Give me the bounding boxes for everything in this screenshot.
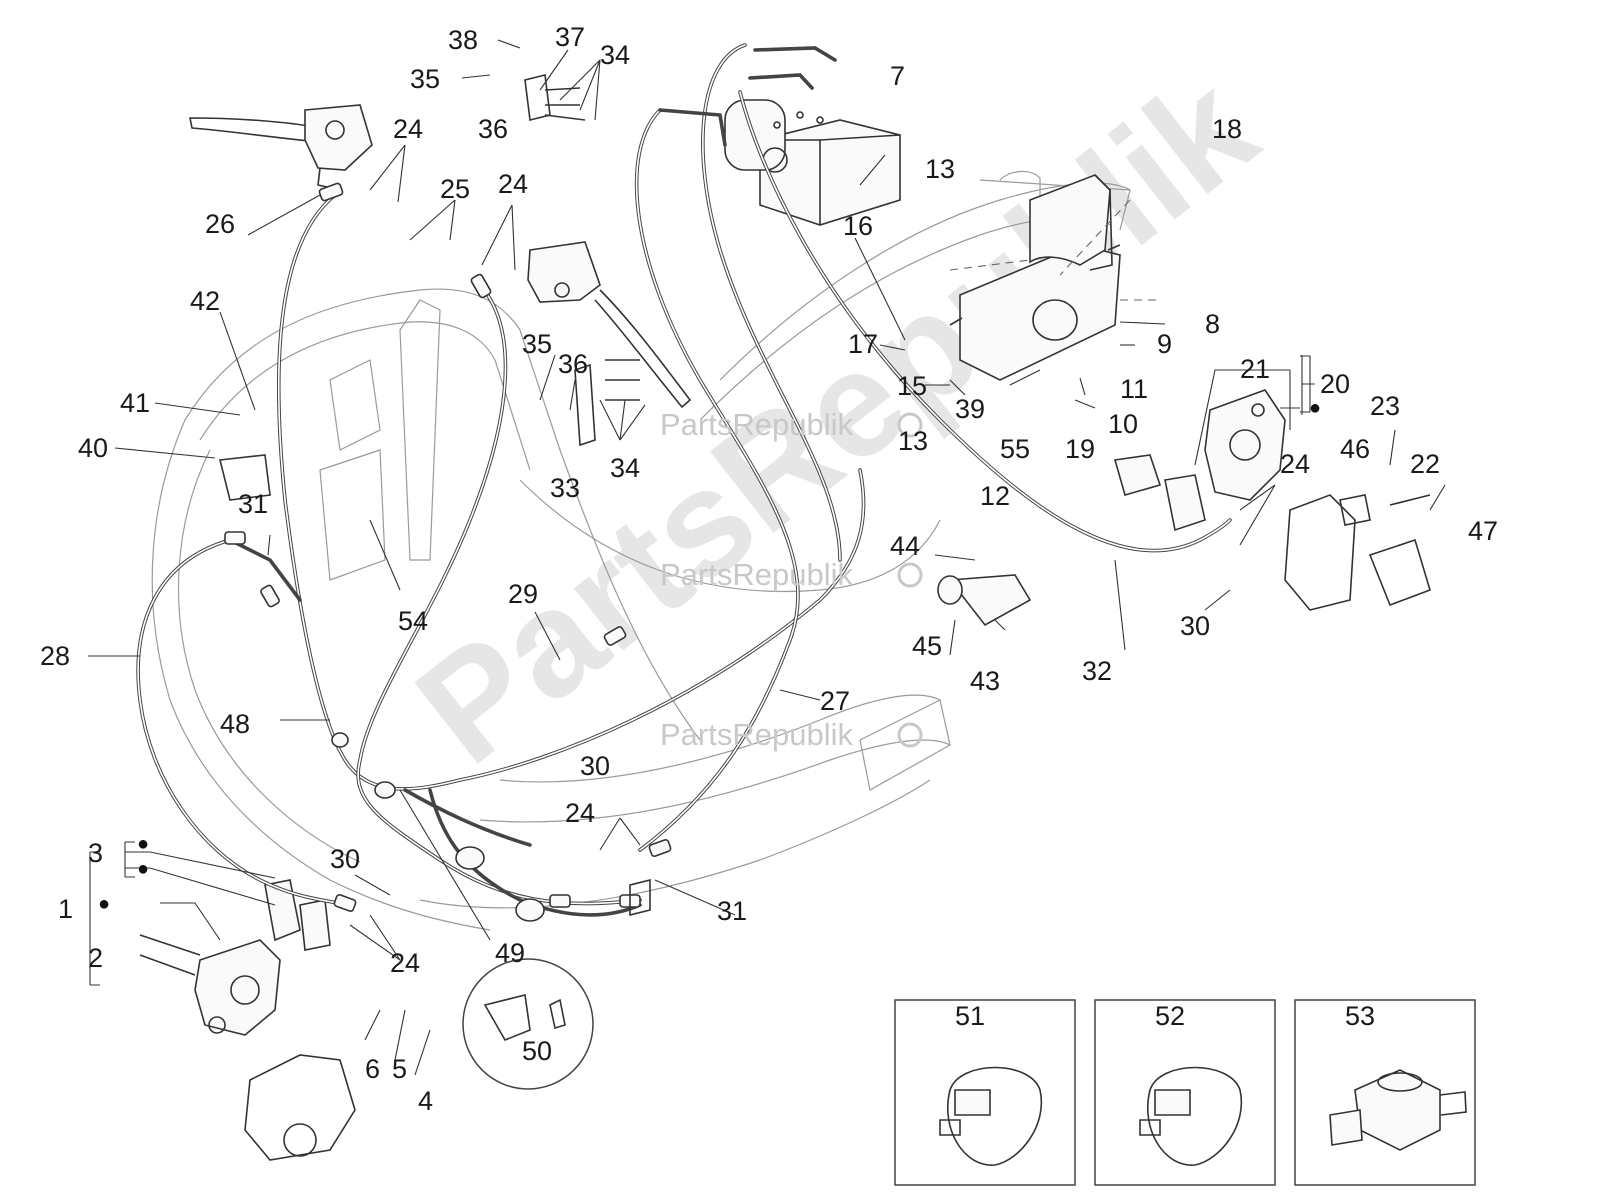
rear-caliper	[1113, 389, 1286, 532]
callout-13-mid: 13	[898, 426, 928, 456]
bullet-group-3a: ●	[137, 833, 149, 855]
callout-42: 42	[190, 286, 220, 316]
callout-43: 43	[970, 666, 1000, 696]
callout-27: 27	[820, 686, 850, 716]
callout-1: 1	[58, 894, 73, 924]
callout-9: 9	[1157, 329, 1172, 359]
callout-49: 49	[495, 938, 525, 968]
front-fork-bracket	[244, 1054, 356, 1161]
callout-44: 44	[890, 531, 920, 561]
callout-47: 47	[1468, 516, 1498, 546]
hose-fittings	[224, 182, 672, 922]
callout-23: 23	[1370, 391, 1400, 421]
inset-box-51	[894, 999, 1076, 1186]
callout-55: 55	[1000, 434, 1030, 464]
callout-29: 29	[508, 579, 538, 609]
callout-24-c: 24	[1280, 449, 1310, 479]
front-caliper	[139, 879, 331, 1036]
callout-24-b: 24	[498, 169, 528, 199]
callout-25: 25	[440, 174, 470, 204]
callout-5: 5	[392, 1054, 407, 1084]
callout-46: 46	[1340, 434, 1370, 464]
callout-24-d: 24	[565, 798, 595, 828]
callout-40: 40	[78, 433, 108, 463]
watermark-1: PartsRepublik	[660, 407, 853, 442]
bullet-group-20: ●	[1309, 397, 1321, 419]
callout-53: 53	[1345, 1001, 1375, 1031]
callout-37: 37	[555, 22, 585, 52]
callout-16: 16	[843, 211, 873, 241]
callout-52: 52	[1155, 1001, 1185, 1031]
detail-circle-49-50	[462, 958, 594, 1090]
callout-8: 8	[1205, 309, 1220, 339]
scooter-frame	[151, 170, 1131, 931]
callout-22: 22	[1410, 449, 1440, 479]
callout-36-top: 36	[478, 114, 508, 144]
callout-35-top: 35	[410, 64, 440, 94]
bullet-group-3b: ●	[137, 858, 149, 880]
inset-box-52	[1094, 999, 1276, 1186]
watermarks: PartsRepublik PartsRepublik PartsRepubli…	[660, 407, 923, 752]
assembly-guide-lines	[949, 199, 1160, 301]
callout-19: 19	[1065, 434, 1095, 464]
callout-13-top: 13	[925, 154, 955, 184]
callout-30-right: 30	[1180, 611, 1210, 641]
callout-35-mid: 35	[522, 329, 552, 359]
callout-11: 11	[1120, 374, 1148, 404]
callout-6: 6	[365, 1054, 380, 1084]
callout-41: 41	[120, 388, 150, 418]
callout-24-e: 24	[390, 948, 420, 978]
callout-31-left: 31	[238, 489, 268, 519]
callout-4: 4	[418, 1086, 433, 1116]
callout-24-a: 24	[393, 114, 423, 144]
callout-15: 15	[897, 371, 927, 401]
rear-caliper-bracket	[1284, 494, 1431, 611]
leader-lines	[88, 39, 1446, 1076]
callout-10: 10	[1108, 409, 1138, 439]
inset-box-53	[1294, 999, 1476, 1186]
callout-33: 33	[550, 473, 580, 503]
callout-54: 54	[398, 606, 428, 636]
callout-20: 20	[1320, 369, 1350, 399]
callout-31-bottom: 31	[717, 896, 747, 926]
right-master-cylinder	[527, 241, 692, 409]
callout-12: 12	[980, 481, 1010, 511]
callout-48: 48	[220, 709, 250, 739]
callout-2: 2	[88, 943, 103, 973]
callout-3: 3	[88, 838, 103, 868]
group-brackets	[89, 355, 1311, 986]
callout-32: 32	[1082, 656, 1112, 686]
callout-17: 17	[848, 329, 878, 359]
abs-modulator	[724, 99, 901, 226]
callout-labels: 38 37 34 35 36 7 24 18 13 25 24 26 16 42…	[40, 22, 1498, 1116]
left-brake-lever	[189, 104, 373, 189]
callout-21: 21	[1240, 354, 1270, 384]
callout-30-left: 30	[330, 844, 360, 874]
bullet-markers: ● ● ● ●	[98, 397, 1321, 915]
callout-51: 51	[955, 1001, 985, 1031]
watermark-2: PartsRepublik	[660, 557, 853, 592]
callout-45: 45	[912, 631, 942, 661]
callout-26: 26	[205, 209, 235, 239]
callout-28: 28	[40, 641, 70, 671]
bullet-group-1: ●	[98, 893, 110, 915]
callout-50: 50	[522, 1036, 552, 1066]
callout-30-mid: 30	[580, 751, 610, 781]
callout-7: 7	[890, 61, 905, 91]
clamps-and-brackets	[219, 74, 1431, 917]
watermark-3: PartsRepublik	[660, 717, 853, 752]
callout-18: 18	[1212, 114, 1242, 144]
gear-logo-icon	[897, 412, 923, 748]
callout-39: 39	[955, 394, 985, 424]
callout-36-mid: 36	[558, 349, 588, 379]
callout-34-top: 34	[600, 40, 630, 70]
brake-hoses	[136, 43, 1232, 917]
callout-34-mid: 34	[610, 453, 640, 483]
callout-38: 38	[448, 25, 478, 55]
